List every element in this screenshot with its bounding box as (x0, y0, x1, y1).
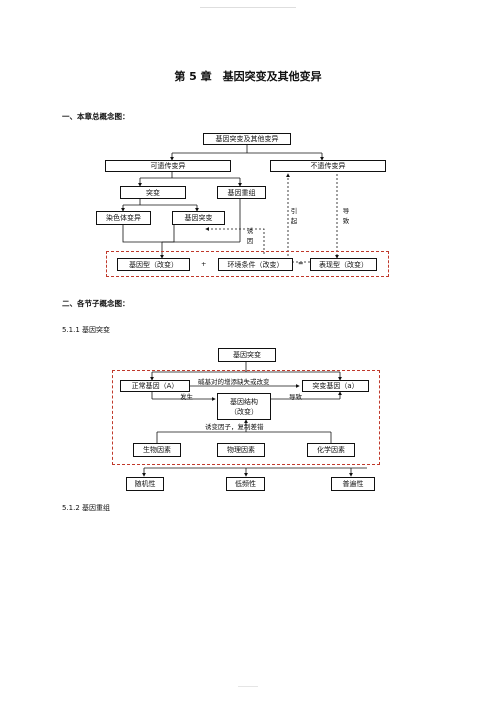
node-physical-factor: 物理因素 (217, 443, 265, 457)
node-environment: 环境条件（改变） (218, 258, 293, 271)
label-induce: 诱因 (246, 227, 254, 245)
label-occur: 发生 (180, 393, 193, 401)
label-result: 导致 (289, 393, 302, 401)
label-base-pair-change: 碱基对的增添缺失或改变 (198, 378, 270, 386)
node-biological-factor: 生物因素 (133, 443, 181, 457)
chapter-title: 第 5 章 基因突变及其他变异 (174, 70, 322, 83)
section-overview-heading: 一、本章总概念图： (62, 112, 130, 121)
subsection-5-1-2: 5.1.2 基因重组 (62, 504, 111, 512)
subsection-5-1-1: 5.1.1 基因突变 (62, 326, 111, 334)
node-genotype: 基因型（改变） (117, 258, 190, 271)
equals-sign: = (298, 259, 304, 267)
header-rule (200, 7, 296, 8)
node-chemical-factor: 化学因素 (307, 443, 355, 457)
node-mutation: 突变 (120, 186, 186, 199)
node-randomness: 随机性 (126, 477, 164, 491)
label-cause: 引起 (290, 207, 298, 225)
section-subsections-heading: 二、各节子概念图： (62, 299, 130, 308)
node-heritable-variation: 可遗传变异 (105, 160, 231, 172)
node-normal-gene: 正常基因（A） (120, 380, 190, 392)
node-gene-recombination: 基因重组 (217, 186, 266, 199)
node-universality: 普遍性 (331, 477, 375, 491)
node-phenotype: 表现型（改变） (310, 258, 377, 271)
label-lead-to: 导致 (342, 207, 350, 225)
label-mutagen-replication-error: 诱变因子，复制差错 (205, 423, 264, 431)
node-gene-mutation-root: 基因突变 (218, 348, 276, 362)
node-gene-mutation: 基因突变 (172, 211, 225, 225)
node-low-frequency: 低频性 (226, 477, 265, 491)
node-chromosome-variation: 染色体变异 (96, 211, 151, 225)
node-variation-root: 基因突变及其他变异 (203, 133, 291, 145)
footer-rule (238, 686, 258, 687)
gene-structure-line1: 基因结构 (230, 397, 258, 406)
node-mutant-gene: 突变基因（a） (302, 380, 369, 392)
plus-sign: + (201, 260, 207, 268)
node-gene-structure: 基因结构 （改变） (217, 393, 271, 420)
gene-structure-line2: （改变） (230, 407, 258, 416)
dashed-group-mechanism (112, 370, 380, 465)
node-non-heritable-variation: 不遗传变异 (270, 160, 386, 172)
dashed-group-genotype-phenotype (106, 251, 389, 277)
